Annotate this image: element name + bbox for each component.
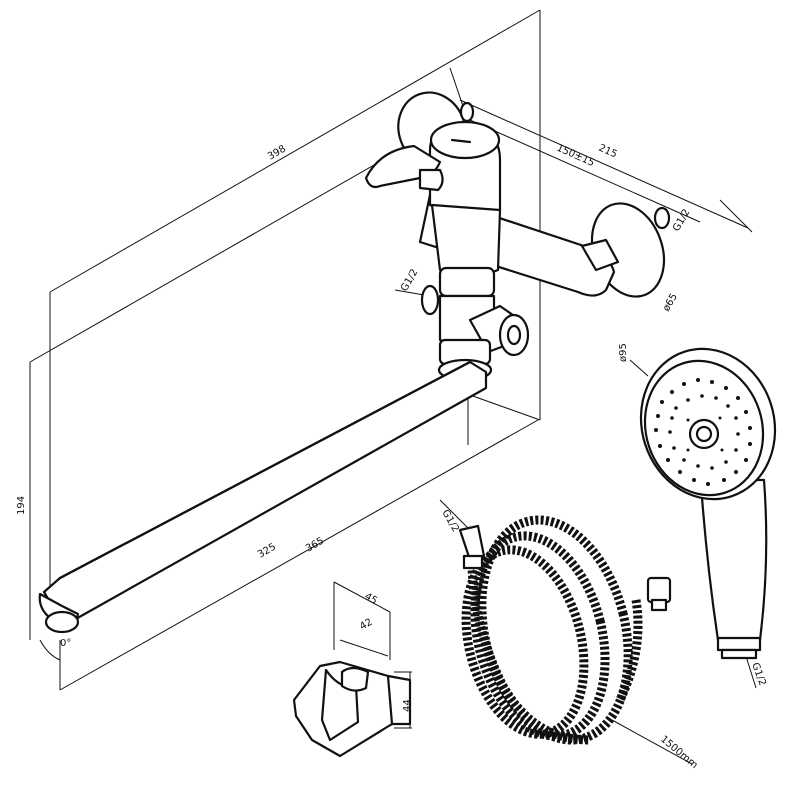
dim-angle: 0° bbox=[60, 638, 71, 649]
dim-hose-g12: G1/2 bbox=[439, 508, 460, 534]
dim-398: 398 bbox=[266, 144, 288, 163]
dim-365: 365 bbox=[304, 536, 326, 555]
dim-150: 150±15 bbox=[555, 143, 596, 169]
dim-g12-right: G1/2 bbox=[671, 207, 692, 233]
shower-nozzles bbox=[654, 378, 752, 486]
dim-194: 194 bbox=[16, 496, 27, 515]
shower-hose: G1/2 1500mm bbox=[439, 499, 700, 771]
hand-shower: ø95 G1/2 bbox=[618, 343, 777, 689]
dim-1500mm: 1500mm bbox=[658, 734, 699, 771]
mixer-faucet bbox=[38, 91, 671, 634]
wall-holder: 45 42 44 bbox=[292, 581, 413, 758]
dim-42: 42 bbox=[358, 617, 375, 633]
dim-o95: ø95 bbox=[618, 343, 629, 362]
dim-o65: ø65 bbox=[661, 292, 680, 314]
dim-325: 325 bbox=[256, 542, 278, 561]
dim-215: 215 bbox=[597, 143, 619, 161]
dim-g12-left: G1/2 bbox=[399, 267, 420, 293]
dim-44: 44 bbox=[402, 699, 413, 712]
